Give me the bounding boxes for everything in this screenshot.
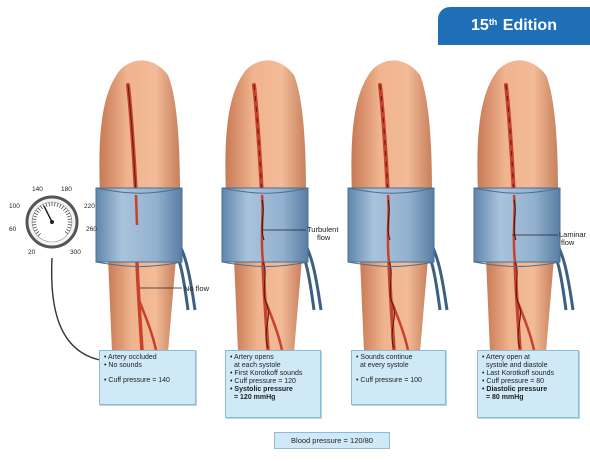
pressure-cuff <box>348 188 434 262</box>
panel-2-line: • Cuff pressure = 120 <box>230 378 316 386</box>
panel-2-line: • First Korotkoff sounds <box>230 370 316 378</box>
panel-4-info-box: • Artery open at systole and diastole • … <box>477 350 579 418</box>
panel-2-line-bold: • Systolic pressure <box>230 386 293 393</box>
pressure-cuff <box>222 188 308 262</box>
panel-3-line: • Cuff pressure = 100 <box>356 377 441 385</box>
edition-suffix: th <box>489 17 498 27</box>
upper-arm <box>225 60 306 195</box>
turbulent-label-line2: flow <box>307 234 338 242</box>
arm-panel-1 <box>96 60 195 352</box>
arm-illustrations <box>96 60 573 352</box>
panel-1-line: • No sounds <box>104 362 191 370</box>
panel-2-line-bold: = 120 mmHg <box>234 394 275 401</box>
panel-2-line: at each systole <box>230 362 316 370</box>
arm-panel-2 <box>222 60 321 352</box>
arm-panel-3 <box>348 60 447 352</box>
gauge-tick-60: 60 <box>9 226 16 233</box>
edition-number-value: 15 <box>471 17 489 35</box>
gauge-tick-180: 180 <box>61 186 72 193</box>
panel-3-line: • Sounds continue <box>356 354 441 362</box>
panel-2-line: • Artery opens <box>230 354 316 362</box>
gauge-tick-100: 100 <box>9 203 20 210</box>
pressure-cuff <box>474 188 560 262</box>
gauge-tick-140: 140 <box>32 186 43 193</box>
gauge-tick-20: 20 <box>28 249 35 256</box>
blood-pressure-result-box: Blood pressure = 120/80 <box>274 432 390 449</box>
turbulent-flow-label: Turbulent flow <box>307 226 338 242</box>
panel-4-line: • Artery open at <box>482 354 574 362</box>
panel-4-line: systole and diastole <box>482 362 574 370</box>
gauge-tick-260: 260 <box>86 226 97 233</box>
laminar-label-line2: flow <box>559 239 586 247</box>
no-flow-label: No flow <box>184 285 209 293</box>
panel-3-info-box: • Sounds continue at every systole • Cuf… <box>351 350 446 405</box>
gauge-tick-220: 220 <box>84 203 95 210</box>
upper-arm <box>351 60 432 195</box>
laminar-flow-label: Laminar flow <box>559 231 586 247</box>
edition-text: Edition <box>503 17 557 35</box>
arm-panel-4 <box>474 60 573 352</box>
panel-4-line: • Last Korotkoff sounds <box>482 370 574 378</box>
artery-under-cuff <box>136 195 137 225</box>
upper-arm <box>477 60 558 195</box>
panel-4-line: • Cuff pressure = 80 <box>482 378 574 386</box>
panel-4-line-bold: • Diastolic pressure <box>482 386 547 393</box>
pressure-cuff <box>96 188 182 262</box>
panel-2-info-box: • Artery opens at each systole • First K… <box>225 350 321 418</box>
panel-1-line: • Artery occluded <box>104 354 191 362</box>
upper-arm <box>99 60 180 195</box>
panel-4-line-bold: = 80 mmHg <box>486 394 524 401</box>
gauge-pivot <box>50 220 54 224</box>
panel-3-line: at every systole <box>356 362 441 370</box>
panel-1-line: • Cuff pressure = 140 <box>104 377 191 385</box>
panel-1-info-box: • Artery occluded • No sounds • Cuff pre… <box>99 350 196 405</box>
gauge-tick-300: 300 <box>70 249 81 256</box>
